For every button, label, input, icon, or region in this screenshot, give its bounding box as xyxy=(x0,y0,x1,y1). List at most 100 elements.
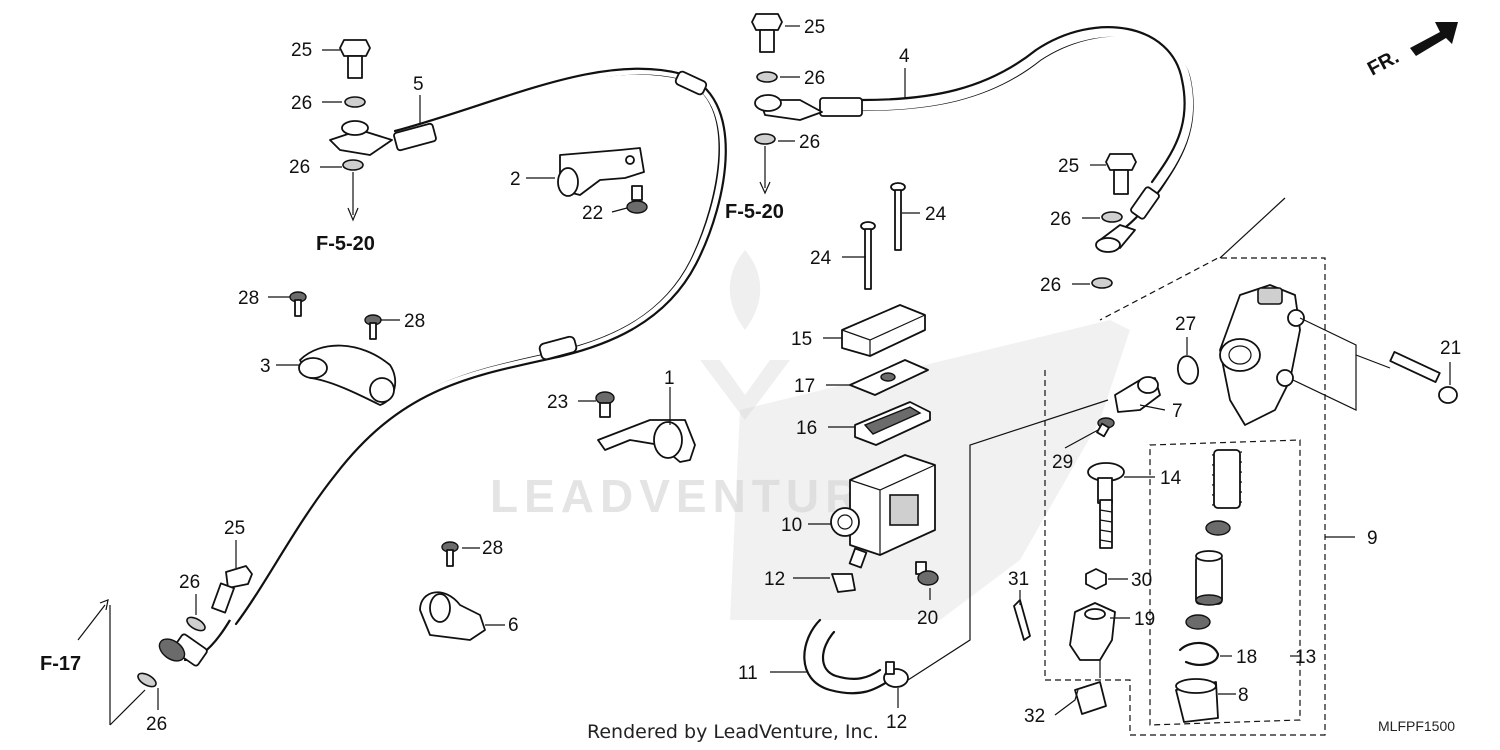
piston-spring xyxy=(1211,449,1243,509)
circlip-18 xyxy=(1178,641,1220,666)
callout-27[interactable]: 27 xyxy=(1175,314,1196,335)
callout-24[interactable]: 24 xyxy=(925,204,947,225)
callout-1[interactable]: 1 xyxy=(664,368,675,389)
bolt-20 xyxy=(915,561,939,586)
ref-f-5-20-left[interactable]: F-5-20 xyxy=(316,233,375,255)
callout-14[interactable]: 14 xyxy=(1160,468,1182,489)
banjo-bolt-25-d xyxy=(211,565,253,614)
part-callouts: 25 26 26 5 2 22 28 28 3 1 23 25 28 26 6 … xyxy=(146,17,1461,735)
callout-4[interactable]: 4 xyxy=(899,46,910,67)
reservoir-cap-15 xyxy=(841,304,926,357)
bolt-23 xyxy=(595,391,615,418)
boot-8 xyxy=(1175,678,1219,723)
callout-26[interactable]: 26 xyxy=(179,572,200,593)
callout-10[interactable]: 10 xyxy=(781,515,802,536)
piston xyxy=(1195,550,1223,606)
callout-13[interactable]: 13 xyxy=(1295,647,1316,668)
callout-23[interactable]: 23 xyxy=(547,392,568,413)
push-rod-14 xyxy=(1087,462,1125,549)
banjo-bolt-25-c xyxy=(1105,153,1137,195)
hose-clip-6 xyxy=(419,591,486,641)
callout-16[interactable]: 16 xyxy=(796,418,817,439)
sealing-washer-26-a xyxy=(344,96,366,108)
callout-26[interactable]: 26 xyxy=(291,93,312,114)
piston-cup xyxy=(1205,520,1231,536)
hose-clamp-1 xyxy=(597,419,696,463)
callout-9[interactable]: 9 xyxy=(1367,528,1378,549)
callout-26[interactable]: 26 xyxy=(804,68,825,89)
callout-20[interactable]: 20 xyxy=(917,608,938,629)
joint-19 xyxy=(1069,602,1116,661)
front-arrow-icon xyxy=(1410,22,1458,56)
screw-28-a xyxy=(289,291,307,317)
callout-11[interactable]: 11 xyxy=(738,663,758,684)
sealing-washer-26-g xyxy=(186,616,206,632)
callout-24[interactable]: 24 xyxy=(810,248,832,269)
brake-hose-4 xyxy=(754,26,1194,253)
callout-29[interactable]: 29 xyxy=(1052,452,1073,473)
pin-31 xyxy=(1013,599,1031,641)
callout-31[interactable]: 31 xyxy=(1008,569,1029,590)
callout-7[interactable]: 7 xyxy=(1172,401,1183,422)
hose-guide-3 xyxy=(298,344,397,406)
callout-32[interactable]: 32 xyxy=(1024,706,1045,727)
kit-13-outline xyxy=(1149,439,1301,726)
bolt-22 xyxy=(626,185,648,214)
callout-30[interactable]: 30 xyxy=(1131,570,1152,591)
sealing-washer-26-b xyxy=(342,159,364,171)
callout-21[interactable]: 21 xyxy=(1440,338,1461,359)
hose-clamp-2 xyxy=(557,147,645,197)
kit-9-outline xyxy=(1044,257,1326,736)
callout-19[interactable]: 19 xyxy=(1134,609,1155,630)
callout-5[interactable]: 5 xyxy=(413,74,424,95)
callout-26[interactable]: 26 xyxy=(146,714,167,735)
joint-7 xyxy=(1114,376,1161,413)
callout-25[interactable]: 25 xyxy=(291,40,312,61)
bolt-21 xyxy=(1389,351,1458,404)
rendered-by-footer: Rendered by LeadVenture, Inc. xyxy=(587,721,879,743)
watermark-flame-icon xyxy=(729,250,761,330)
sealing-washer-26-c xyxy=(756,71,778,83)
callout-26[interactable]: 26 xyxy=(1050,209,1071,230)
callout-3[interactable]: 3 xyxy=(260,356,271,377)
callout-2[interactable]: 2 xyxy=(510,169,521,190)
screw-29 xyxy=(1096,417,1115,438)
reservoir-diaphragm-16 xyxy=(854,401,931,446)
callout-17[interactable]: 17 xyxy=(794,376,815,397)
callout-12[interactable]: 12 xyxy=(764,569,785,590)
callout-26[interactable]: 26 xyxy=(289,157,310,178)
callout-8[interactable]: 8 xyxy=(1238,685,1249,706)
watermark: LEADVENTURE xyxy=(490,250,895,522)
callout-25[interactable]: 25 xyxy=(804,17,825,38)
master-cylinder-body xyxy=(1219,284,1305,426)
seal-ring xyxy=(1185,614,1211,630)
callout-15[interactable]: 15 xyxy=(791,329,812,350)
callout-28[interactable]: 28 xyxy=(482,538,503,559)
watermark-logo-icon xyxy=(700,360,790,420)
callout-6[interactable]: 6 xyxy=(508,615,519,636)
callout-25[interactable]: 25 xyxy=(224,518,245,539)
callout-12[interactable]: 12 xyxy=(886,712,907,733)
callout-25[interactable]: 25 xyxy=(1058,156,1079,177)
reservoir-plate-17 xyxy=(849,359,929,396)
callout-26[interactable]: 26 xyxy=(799,132,820,153)
drawing-code: MLFPF1500 xyxy=(1378,718,1455,734)
reservoir-10 xyxy=(830,454,936,569)
screw-24-a xyxy=(860,221,876,290)
hose-clip-12-a xyxy=(831,573,856,593)
callout-26[interactable]: 26 xyxy=(1040,275,1061,296)
callout-18[interactable]: 18 xyxy=(1236,647,1257,668)
callout-28[interactable]: 28 xyxy=(404,311,425,332)
front-label: FR. xyxy=(1364,46,1403,81)
brake-hose-5 xyxy=(158,67,727,667)
sealing-washer-26-e xyxy=(1101,211,1123,223)
sealing-washer-26-d xyxy=(754,133,776,145)
callout-28[interactable]: 28 xyxy=(238,288,259,309)
ref-f-5-20-mid[interactable]: F-5-20 xyxy=(725,201,784,223)
nut-30 xyxy=(1085,568,1107,590)
banjo-bolt-25-b xyxy=(751,13,783,53)
ref-f-17[interactable]: F-17 xyxy=(40,653,81,675)
front-direction-indicator: FR. xyxy=(1364,22,1458,80)
callout-22[interactable]: 22 xyxy=(582,203,603,224)
